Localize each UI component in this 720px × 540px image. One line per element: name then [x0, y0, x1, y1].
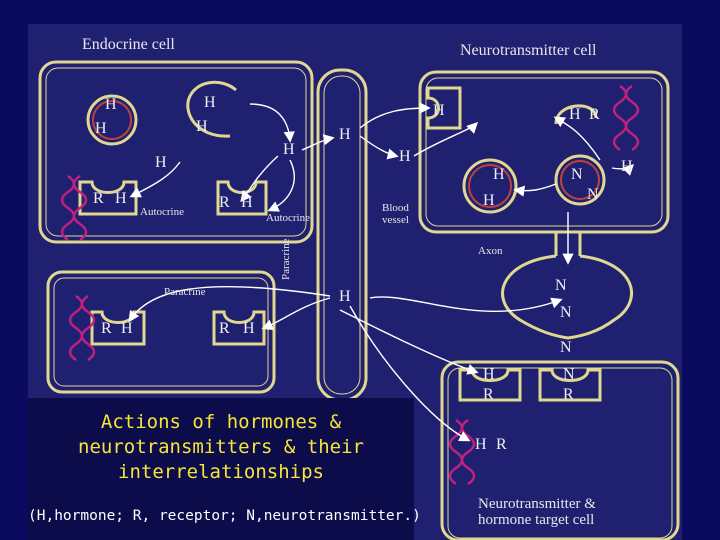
hormone-symbol: H	[433, 102, 445, 119]
hormone-symbol: H	[115, 190, 127, 207]
label-axon: Axon	[478, 245, 503, 257]
paracrine-cell	[46, 270, 276, 394]
neurotransmitter-symbol: N	[587, 186, 599, 203]
label-autocrine: Autocrine	[266, 212, 310, 224]
axon	[554, 232, 582, 256]
hormone-symbol: H	[339, 126, 351, 143]
hormone-symbol: H	[569, 106, 581, 123]
hormone-symbol: H	[483, 366, 495, 383]
receptor-symbol: R	[589, 106, 600, 123]
hormone-symbol: H	[95, 120, 107, 137]
caption-title: Actions of hormones & neurotransmitters …	[78, 411, 364, 483]
label-endocrine-cell: Endocrine cell	[82, 36, 175, 53]
receptor-symbol: R	[219, 194, 230, 211]
hormone-symbol: H	[204, 94, 216, 111]
neurotransmitter-symbol: N	[560, 339, 572, 356]
hormone-symbol: H	[283, 141, 295, 158]
hormone-symbol: H	[105, 96, 117, 113]
neurotransmitter-symbol: N	[555, 277, 567, 294]
hormone-symbol: H	[483, 192, 495, 209]
hormone-symbol: H	[621, 158, 633, 175]
caption-box: Actions of hormones & neurotransmitters …	[28, 398, 421, 540]
neurotransmitter-symbol: N	[563, 366, 575, 383]
receptor-symbol: R	[93, 190, 104, 207]
hormone-symbol: H	[155, 154, 167, 171]
receptor-symbol: R	[496, 436, 507, 453]
receptor-cup	[90, 310, 146, 346]
dna-icon	[612, 84, 640, 152]
receptor-symbol: R	[563, 386, 574, 403]
receptor-symbol: R	[483, 386, 494, 403]
neurotransmitter-symbol: N	[560, 304, 572, 321]
label-paracrine: Paracrine	[164, 286, 206, 298]
hormone-symbol: H	[241, 194, 253, 211]
label-paracrine-vertical: Paracrine	[280, 238, 292, 280]
label-autocrine: Autocrine	[140, 206, 184, 218]
dna-icon	[68, 294, 96, 362]
exocytosis-vesicle	[186, 80, 237, 138]
vesicle	[554, 154, 606, 206]
neurotransmitter-symbol: N	[571, 166, 583, 183]
receptor-symbol: R	[101, 320, 112, 337]
hormone-symbol: H	[243, 320, 255, 337]
receptor-symbol: R	[219, 320, 230, 337]
axon-terminal	[501, 254, 633, 340]
hormone-symbol: H	[475, 436, 487, 453]
hormone-symbol: H	[196, 118, 208, 135]
target-cell	[440, 360, 680, 540]
receptor-cup	[426, 86, 462, 130]
hormone-symbol: H	[339, 288, 351, 305]
dna-icon	[60, 174, 88, 242]
label-neurotransmitter-cell: Neurotransmitter cell	[460, 42, 597, 59]
receptor-cup	[538, 368, 602, 402]
receptor-cup	[78, 180, 138, 216]
hormone-symbol: H	[493, 166, 505, 183]
endocrine-cell	[38, 60, 314, 244]
label-blood-vessel: Blood vessel	[382, 202, 409, 226]
label-target-cell: Neurotransmitter & hormone target cell	[478, 496, 596, 528]
hormone-symbol: H	[399, 148, 411, 165]
caption-subtitle: (H,hormone; R, receptor; N,neurotransmit…	[28, 508, 421, 524]
vesicle	[86, 94, 138, 146]
hormone-symbol: H	[121, 320, 133, 337]
